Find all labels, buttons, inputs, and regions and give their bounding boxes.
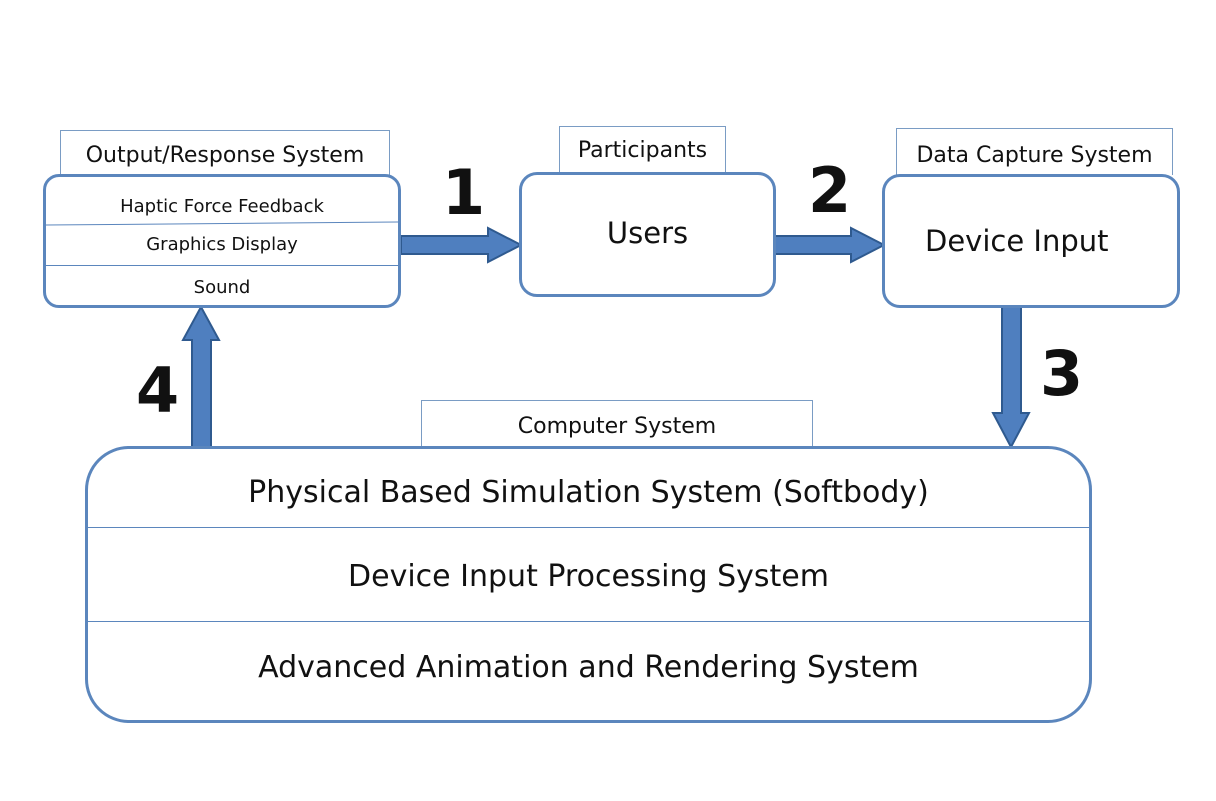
output-row-haptic-label: Haptic Force Feedback xyxy=(120,195,324,217)
computer-row-device-input-label: Device Input Processing System xyxy=(348,558,829,594)
data-capture-title: Data Capture System xyxy=(916,142,1153,168)
output-row-sound: Sound xyxy=(46,270,398,304)
arrow-4 xyxy=(181,304,221,448)
data-capture-tab: Data Capture System xyxy=(896,128,1173,175)
computer-divider-1 xyxy=(88,527,1089,528)
computer-system-tab: Computer System xyxy=(421,400,813,448)
computer-row-simulation: Physical Based Simulation System (Softbo… xyxy=(88,469,1089,515)
users-label-row: Users xyxy=(522,213,773,253)
computer-row-animation-label: Advanced Animation and Rendering System xyxy=(258,649,919,685)
participants-tab: Participants xyxy=(559,126,726,173)
output-system-title: Output/Response System xyxy=(85,142,365,168)
device-input-box: Device Input xyxy=(882,174,1180,308)
arrow-3-label: 3 xyxy=(1040,337,1084,410)
output-system-box: Haptic Force Feedback Graphics Display S… xyxy=(43,174,401,308)
arrow-1 xyxy=(400,226,524,264)
device-input-label-row: Device Input xyxy=(885,221,1177,261)
output-row-sound-label: Sound xyxy=(193,276,251,298)
output-row-haptic: Haptic Force Feedback xyxy=(46,189,398,223)
arrow-2 xyxy=(774,226,887,264)
output-row-graphics: Graphics Display xyxy=(46,227,398,261)
participants-title: Participants xyxy=(577,137,708,163)
computer-row-device-input: Device Input Processing System xyxy=(88,553,1089,599)
computer-system-title: Computer System xyxy=(517,414,717,439)
arrow-4-label: 4 xyxy=(136,354,180,427)
output-row-graphics-label: Graphics Display xyxy=(146,233,298,255)
computer-row-animation: Advanced Animation and Rendering System xyxy=(88,644,1089,690)
computer-row-simulation-label: Physical Based Simulation System (Softbo… xyxy=(248,474,929,510)
users-label: Users xyxy=(606,216,689,250)
arrow-3 xyxy=(991,306,1031,450)
users-box: Users xyxy=(519,172,776,297)
device-input-label: Device Input xyxy=(925,224,1109,258)
computer-divider-2 xyxy=(88,621,1089,622)
output-divider-2 xyxy=(46,265,398,266)
arrow-2-label: 2 xyxy=(808,154,852,227)
arrow-1-label: 1 xyxy=(442,156,486,229)
output-system-tab: Output/Response System xyxy=(60,130,390,175)
computer-system-box: Physical Based Simulation System (Softbo… xyxy=(85,446,1092,723)
